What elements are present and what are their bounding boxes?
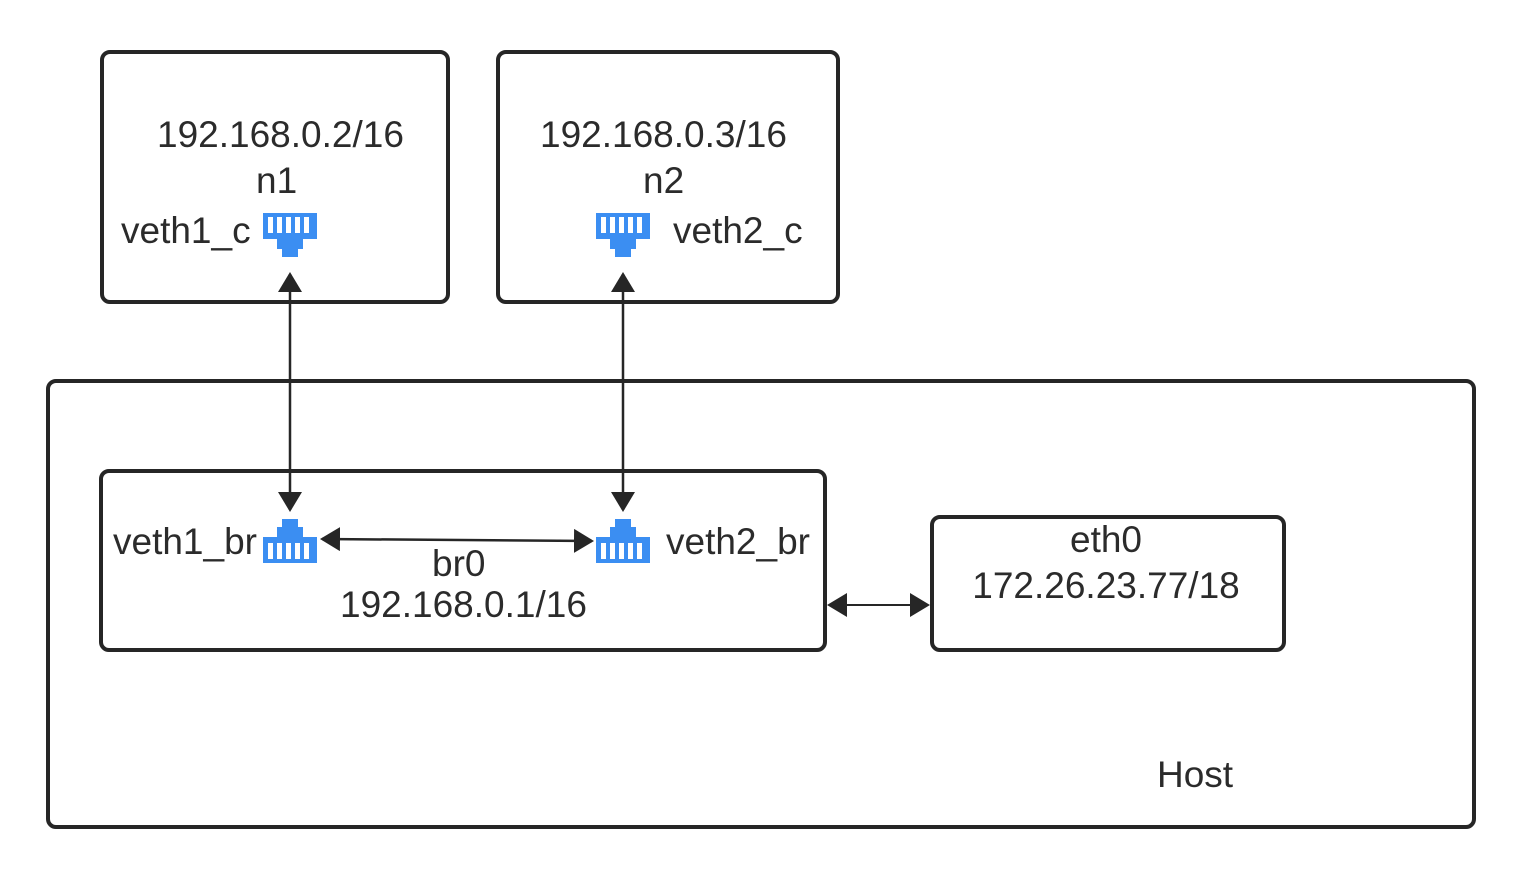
eth0-box (930, 515, 1286, 652)
n2-name-label: n2 (643, 160, 685, 201)
br0-ip-label: 192.168.0.1/16 (340, 584, 587, 625)
n1-ip-label: 192.168.0.2/16 (157, 114, 404, 155)
host-label: Host (1157, 754, 1234, 795)
veth2-br-label: veth2_br (666, 521, 810, 562)
eth0-ip-label: 172.26.23.77/18 (972, 565, 1240, 606)
namespace-n1-box (100, 50, 450, 304)
link-veth1-br-to-veth2-br (320, 527, 594, 553)
n1-name-label: n1 (256, 160, 298, 201)
ethernet-port-icon (263, 213, 317, 257)
veth1-c-label: veth1_c (121, 210, 251, 251)
ethernet-port-icon (596, 519, 650, 563)
veth2-c-label: veth2_c (673, 210, 803, 251)
bridge-br0-box (99, 469, 827, 652)
veth1-br-label: veth1_br (113, 521, 257, 562)
namespace-n2-box (496, 50, 840, 304)
eth0-name-label: eth0 (1069, 519, 1143, 560)
ethernet-port-icon (596, 213, 650, 257)
n2-ip-label: 192.168.0.3/16 (540, 114, 787, 155)
host-box (46, 379, 1476, 829)
ethernet-port-icon (263, 519, 317, 563)
